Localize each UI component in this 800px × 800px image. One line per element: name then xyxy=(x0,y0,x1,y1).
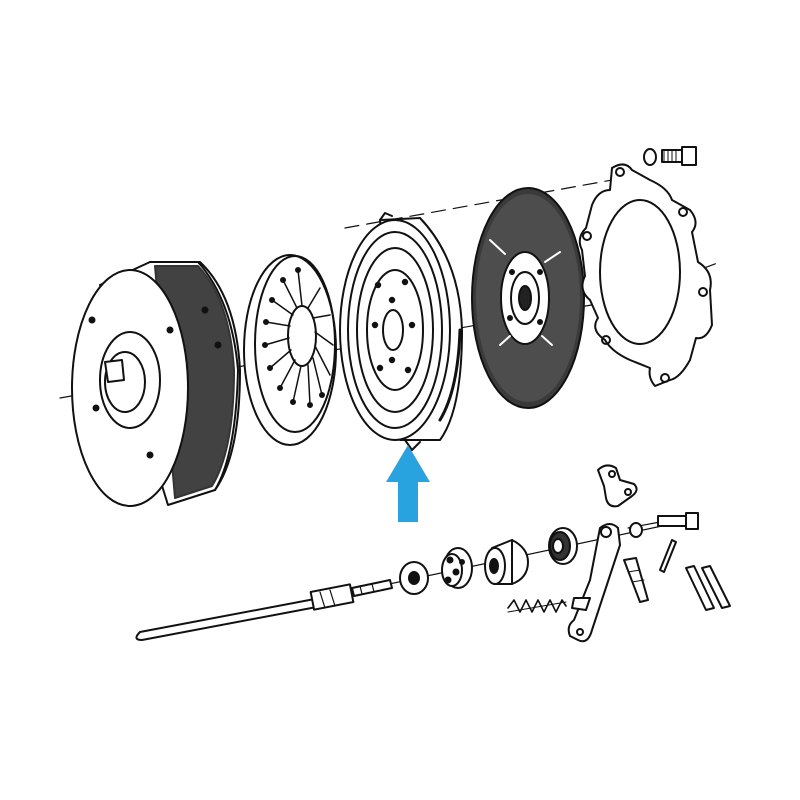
retainer-icon xyxy=(441,547,473,589)
clutch-disc-icon xyxy=(471,187,585,409)
bolt-icon xyxy=(643,146,697,166)
bracket-icon xyxy=(597,464,638,508)
spring-icon xyxy=(507,599,567,613)
washer-icon xyxy=(399,561,429,595)
release-fork-icon xyxy=(567,512,699,643)
bearing-ring-icon xyxy=(548,527,578,565)
bearing-icon xyxy=(484,539,529,585)
cover-gasket-icon xyxy=(578,163,713,387)
diaphragm-spring-icon xyxy=(243,254,337,446)
flywheel-icon xyxy=(71,261,241,507)
highlight-arrow-icon xyxy=(386,445,430,522)
pin-icon xyxy=(623,539,731,611)
pressure-plate-icon xyxy=(339,212,463,451)
shaft-icon xyxy=(135,579,393,641)
